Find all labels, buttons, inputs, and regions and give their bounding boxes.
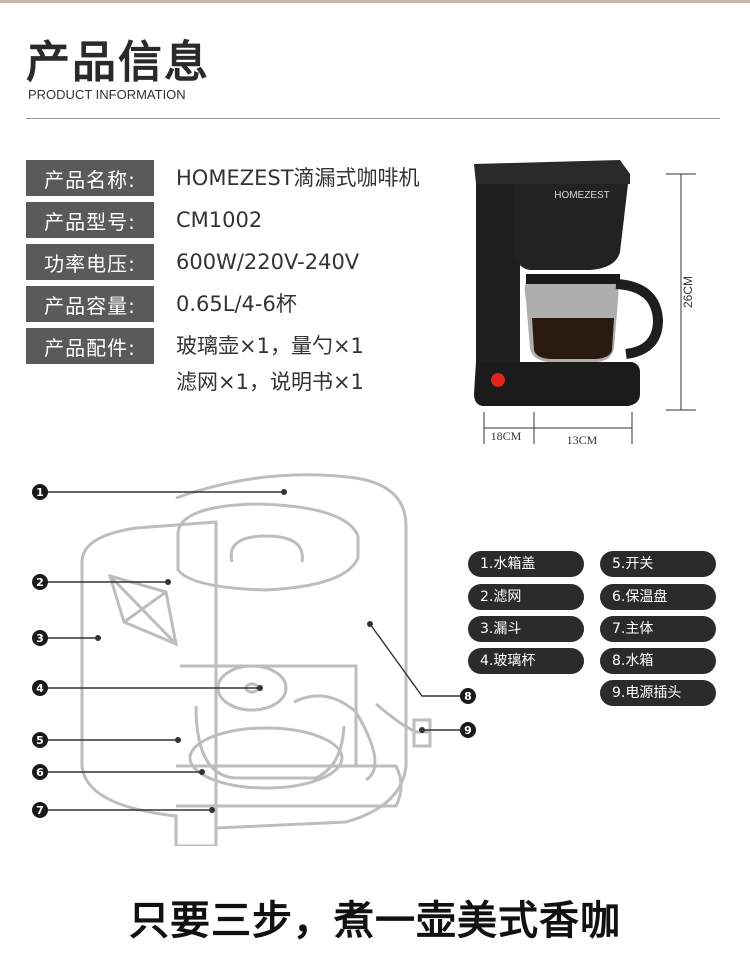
callout-number: 4 [36, 682, 44, 695]
machine-back-column [476, 168, 520, 400]
carafe-lid [526, 274, 620, 284]
legend-item: 2.滤网 [468, 584, 584, 610]
spec-value: 0.65L/4-6杯 [176, 292, 297, 316]
filter-housing [514, 184, 628, 270]
brand-text: HOMEZEST [554, 190, 610, 201]
machine-lid [474, 160, 630, 184]
legend-item: 1.水箱盖 [468, 551, 584, 577]
callout-marker [32, 732, 48, 748]
slogan-heading: 只要三步，煮一壶美式香咖 [129, 898, 621, 944]
page-subtitle: PRODUCT INFORMATION [28, 87, 186, 102]
callout-marker [32, 764, 48, 780]
machine-outline [80, 473, 432, 846]
legend-item: 4.玻璃杯 [468, 648, 584, 674]
callout-number: 7 [36, 804, 44, 817]
page-title: 产品信息 [26, 37, 210, 88]
leader-endpoints [95, 489, 425, 813]
spec-row-power: 功率电压: 600W/220V-240V [26, 244, 359, 280]
callout-number: 9 [464, 724, 472, 737]
spec-label: 产品名称: [26, 160, 154, 196]
spec-value: CM1002 [176, 208, 263, 232]
spec-value-group: 玻璃壶×1，量勺×1 滤网×1，说明书×1 [176, 328, 364, 400]
callout-marker [460, 722, 476, 738]
spec-value: HOMEZEST滴漏式咖啡机 [176, 166, 420, 190]
depth-label: 18CM [491, 429, 522, 443]
callout-marker [460, 688, 476, 704]
machine-base [474, 362, 640, 406]
spec-row-accessories: 产品配件: 玻璃壶×1，量勺×1 滤网×1，说明书×1 [26, 328, 364, 408]
width-label: 13CM [567, 433, 598, 447]
carafe-coffee [532, 318, 614, 359]
legend-item: 7.主体 [600, 616, 716, 642]
spec-row-name: 产品名称: HOMEZEST滴漏式咖啡机 [26, 160, 420, 196]
legend-item: 3.漏斗 [468, 616, 584, 642]
callout-markers: 1 2 3 4 5 6 7 8 9 [32, 484, 476, 818]
spec-label: 功率电压: [26, 244, 154, 280]
spec-label: 产品配件: [26, 328, 154, 364]
header-divider [26, 118, 720, 119]
spec-value: 玻璃壶×1，量勺×1 [176, 334, 364, 358]
leader-lines [44, 491, 462, 811]
power-button-icon [491, 373, 505, 387]
callout-number: 2 [36, 576, 44, 589]
coffee-maker-photo: HOMEZEST 26CM 18CM 13CM [474, 160, 696, 447]
spec-row-capacity: 产品容量: 0.65L/4-6杯 [26, 286, 297, 322]
callout-number: 1 [36, 486, 44, 499]
carafe-handle [615, 279, 664, 359]
callout-marker [32, 574, 48, 590]
callout-marker [32, 630, 48, 646]
spec-label: 产品容量: [26, 286, 154, 322]
legend-item: 5.开关 [600, 551, 716, 577]
top-accent-line [0, 0, 750, 3]
legend-item: 9.电源插头 [600, 680, 716, 706]
callout-number: 8 [464, 690, 472, 703]
spec-value: 600W/220V-240V [176, 250, 360, 274]
parts-diagram: 1 2 3 4 5 6 7 8 9 [32, 473, 476, 846]
callout-number: 6 [36, 766, 44, 779]
spec-label: 产品型号: [26, 202, 154, 238]
callout-marker [32, 484, 48, 500]
spec-row-model: 产品型号: CM1002 [26, 202, 262, 238]
spec-value-line2: 滤网×1，说明书×1 [176, 370, 364, 394]
callout-marker [32, 802, 48, 818]
callout-number: 3 [36, 632, 44, 645]
legend-item: 8.水箱 [600, 648, 716, 674]
height-label: 26CM [681, 276, 695, 308]
legend-item: 6.保温盘 [600, 584, 716, 610]
callout-number: 5 [36, 734, 44, 747]
callout-marker [32, 680, 48, 696]
